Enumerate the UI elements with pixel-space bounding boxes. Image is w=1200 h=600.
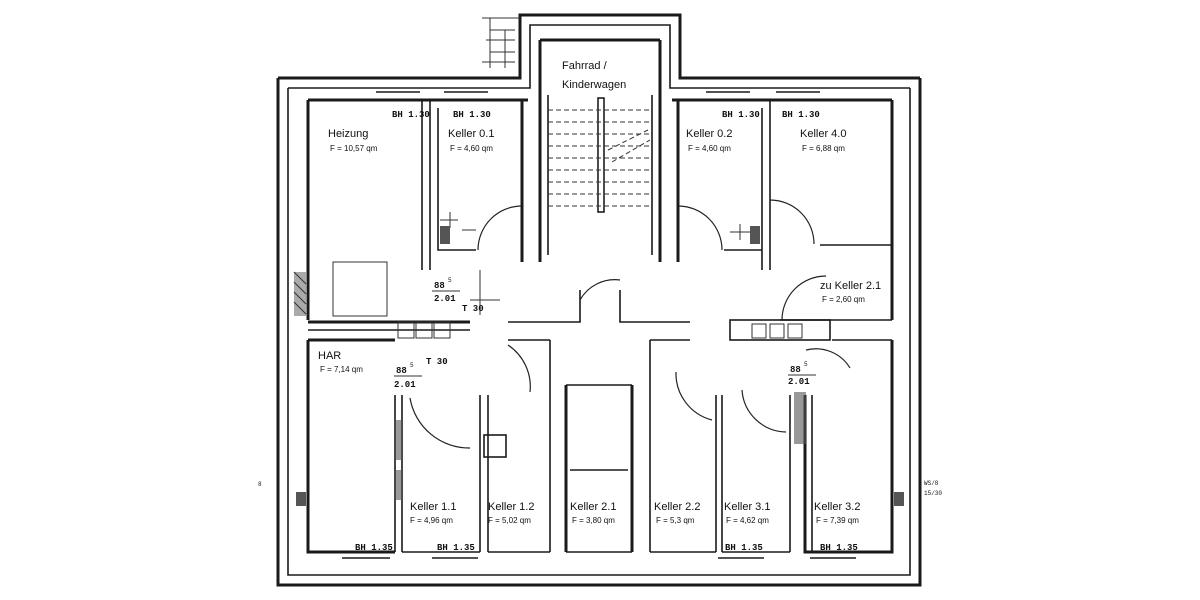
har-room: HAR F = 7,14 qm	[296, 338, 403, 554]
keller-0-1-name: Keller 0.1	[448, 128, 494, 140]
keller-4-0-room: Keller 4.0 F = 6,88 qm	[769, 98, 894, 320]
left-mark: 8	[258, 481, 262, 488]
zu-keller-2-1-room: zu Keller 2.1 F = 2,60 qm	[780, 275, 892, 321]
keller-3-2-room: Keller 3.2 F = 7,39 qm	[794, 339, 904, 554]
zu-keller-2-1-area: F = 2,60 qm	[822, 295, 865, 304]
window-sill-notes: BH 1.30 BH 1.30 BH 1.30 BH 1.30 BH 1.35 …	[342, 91, 858, 559]
heizung-room: Heizung F = 10,57 qm	[293, 98, 431, 320]
keller-1-2-area: F = 5,02 qm	[488, 516, 531, 525]
zu-keller-2-1-name: zu Keller 2.1	[820, 280, 881, 292]
bh-note-keller-0-2: BH 1.30	[722, 110, 760, 120]
keller-1-1-area: F = 4,96 qm	[410, 516, 453, 525]
heizung-name: Heizung	[328, 128, 368, 140]
keller-2-1-name: Keller 2.1	[570, 501, 616, 513]
keller-0-2-area: F = 4,60 qm	[688, 144, 731, 153]
keller-1-1-name: Keller 1.1	[410, 501, 456, 513]
keller-0-1-area: F = 4,60 qm	[450, 144, 493, 153]
bh-note-keller-3-2: BH 1.35	[820, 543, 858, 553]
bh-note-heizung: BH 1.30	[392, 110, 430, 120]
keller-2-2-area: F = 5,3 qm	[656, 516, 695, 525]
keller-1-2-room: Keller 1.2 F = 5,02 qm	[483, 339, 551, 553]
keller-0-1-room: Keller 0.1 F = 4,60 qm	[430, 98, 528, 262]
keller-3-2-area: F = 7,39 qm	[816, 516, 859, 525]
keller-2-1-room: Keller 2.1 F = 3,80 qm	[564, 384, 634, 553]
door-top-left: 88	[434, 281, 445, 291]
keller-2-1-area: F = 3,80 qm	[572, 516, 615, 525]
bh-note-keller-4-0: BH 1.30	[782, 110, 820, 120]
side-marks: 8 WS/8 15/30	[258, 480, 942, 497]
corridor	[308, 270, 831, 341]
keller-0-2-room: Keller 0.2 F = 4,60 qm	[672, 98, 770, 270]
har-area: F = 7,14 qm	[320, 365, 363, 374]
ws-note-2: 15/30	[924, 490, 942, 497]
bh-note-keller-0-1: BH 1.30	[453, 110, 491, 120]
door-sup-right: 5	[804, 361, 808, 368]
door-top-mid: 88	[396, 366, 407, 376]
keller-0-2-name: Keller 0.2	[686, 128, 732, 140]
keller-2-2-name: Keller 2.2	[654, 501, 700, 513]
door-sup-left: 5	[448, 277, 452, 284]
door-bottom-mid: 2.01	[394, 380, 416, 390]
bh-note-har: BH 1.35	[355, 543, 393, 553]
door-top-right: 88	[790, 365, 801, 375]
door-bottom-right: 2.01	[788, 377, 810, 387]
t30-left-top: T 30	[462, 304, 484, 314]
har-name: HAR	[318, 350, 341, 362]
keller-1-1-room: Keller 1.1 F = 4,96 qm	[402, 395, 481, 553]
door-sup-mid: 5	[410, 362, 414, 369]
keller-3-1-room: Keller 3.1 F = 4,62 qm	[721, 389, 791, 553]
keller-4-0-name: Keller 4.0	[800, 128, 846, 140]
door-bottom-left: 2.01	[434, 294, 456, 304]
ws-note-1: WS/8	[924, 480, 939, 487]
bh-note-keller-2-2: BH 1.35	[725, 543, 763, 553]
t30-left-bottom: T 30	[426, 357, 448, 367]
fahrrad-label-2: Kinderwagen	[562, 79, 626, 91]
keller-1-2-name: Keller 1.2	[488, 501, 534, 513]
door-notes: 88 5 2.01 T 30 T 30 88 5 2.01 88 5 2.01	[394, 277, 816, 390]
stair-core: Fahrrad / Kinderwagen	[538, 38, 662, 262]
keller-3-1-area: F = 4,62 qm	[726, 516, 769, 525]
keller-3-2-name: Keller 3.2	[814, 501, 860, 513]
outer-walls	[276, 13, 922, 587]
heizung-area: F = 10,57 qm	[330, 144, 378, 153]
keller-3-1-name: Keller 3.1	[724, 501, 770, 513]
keller-4-0-area: F = 6,88 qm	[802, 144, 845, 153]
keller-2-2-room: Keller 2.2 F = 5,3 qm	[649, 339, 717, 553]
fahrrad-label-1: Fahrrad /	[562, 60, 608, 72]
bh-note-keller-1-1: BH 1.35	[437, 543, 475, 553]
